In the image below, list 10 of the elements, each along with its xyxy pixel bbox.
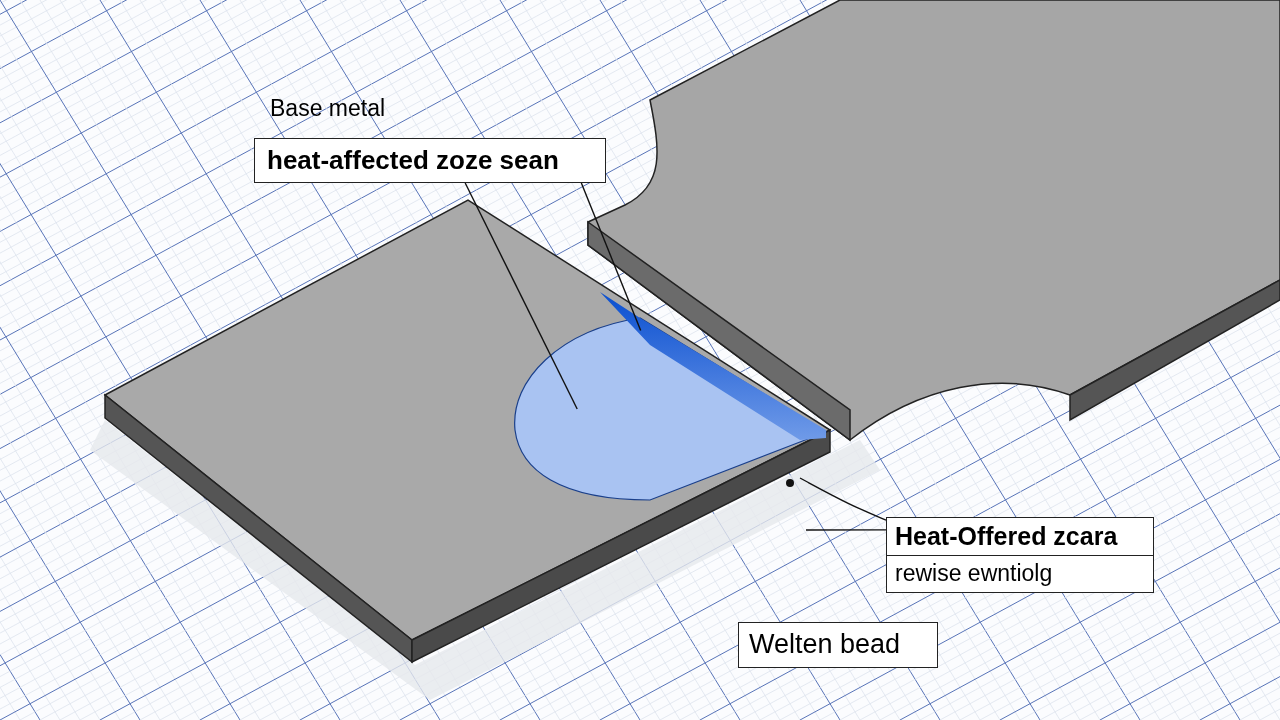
weld-seam-strip: [600, 292, 826, 440]
leader-line: [464, 182, 578, 410]
callout-heading: Base metal: [269, 95, 387, 123]
callout-label: heat-affected zoze sean: [254, 138, 606, 183]
callout-label: Heat-Offered zcara: [894, 521, 1119, 552]
leader-line: [580, 182, 642, 332]
leader-line: [799, 477, 887, 521]
callout-label: Welten bead: [738, 622, 938, 668]
callout-sublabel: rewise ewntiolg: [887, 555, 1153, 593]
leader-line: [805, 529, 887, 531]
